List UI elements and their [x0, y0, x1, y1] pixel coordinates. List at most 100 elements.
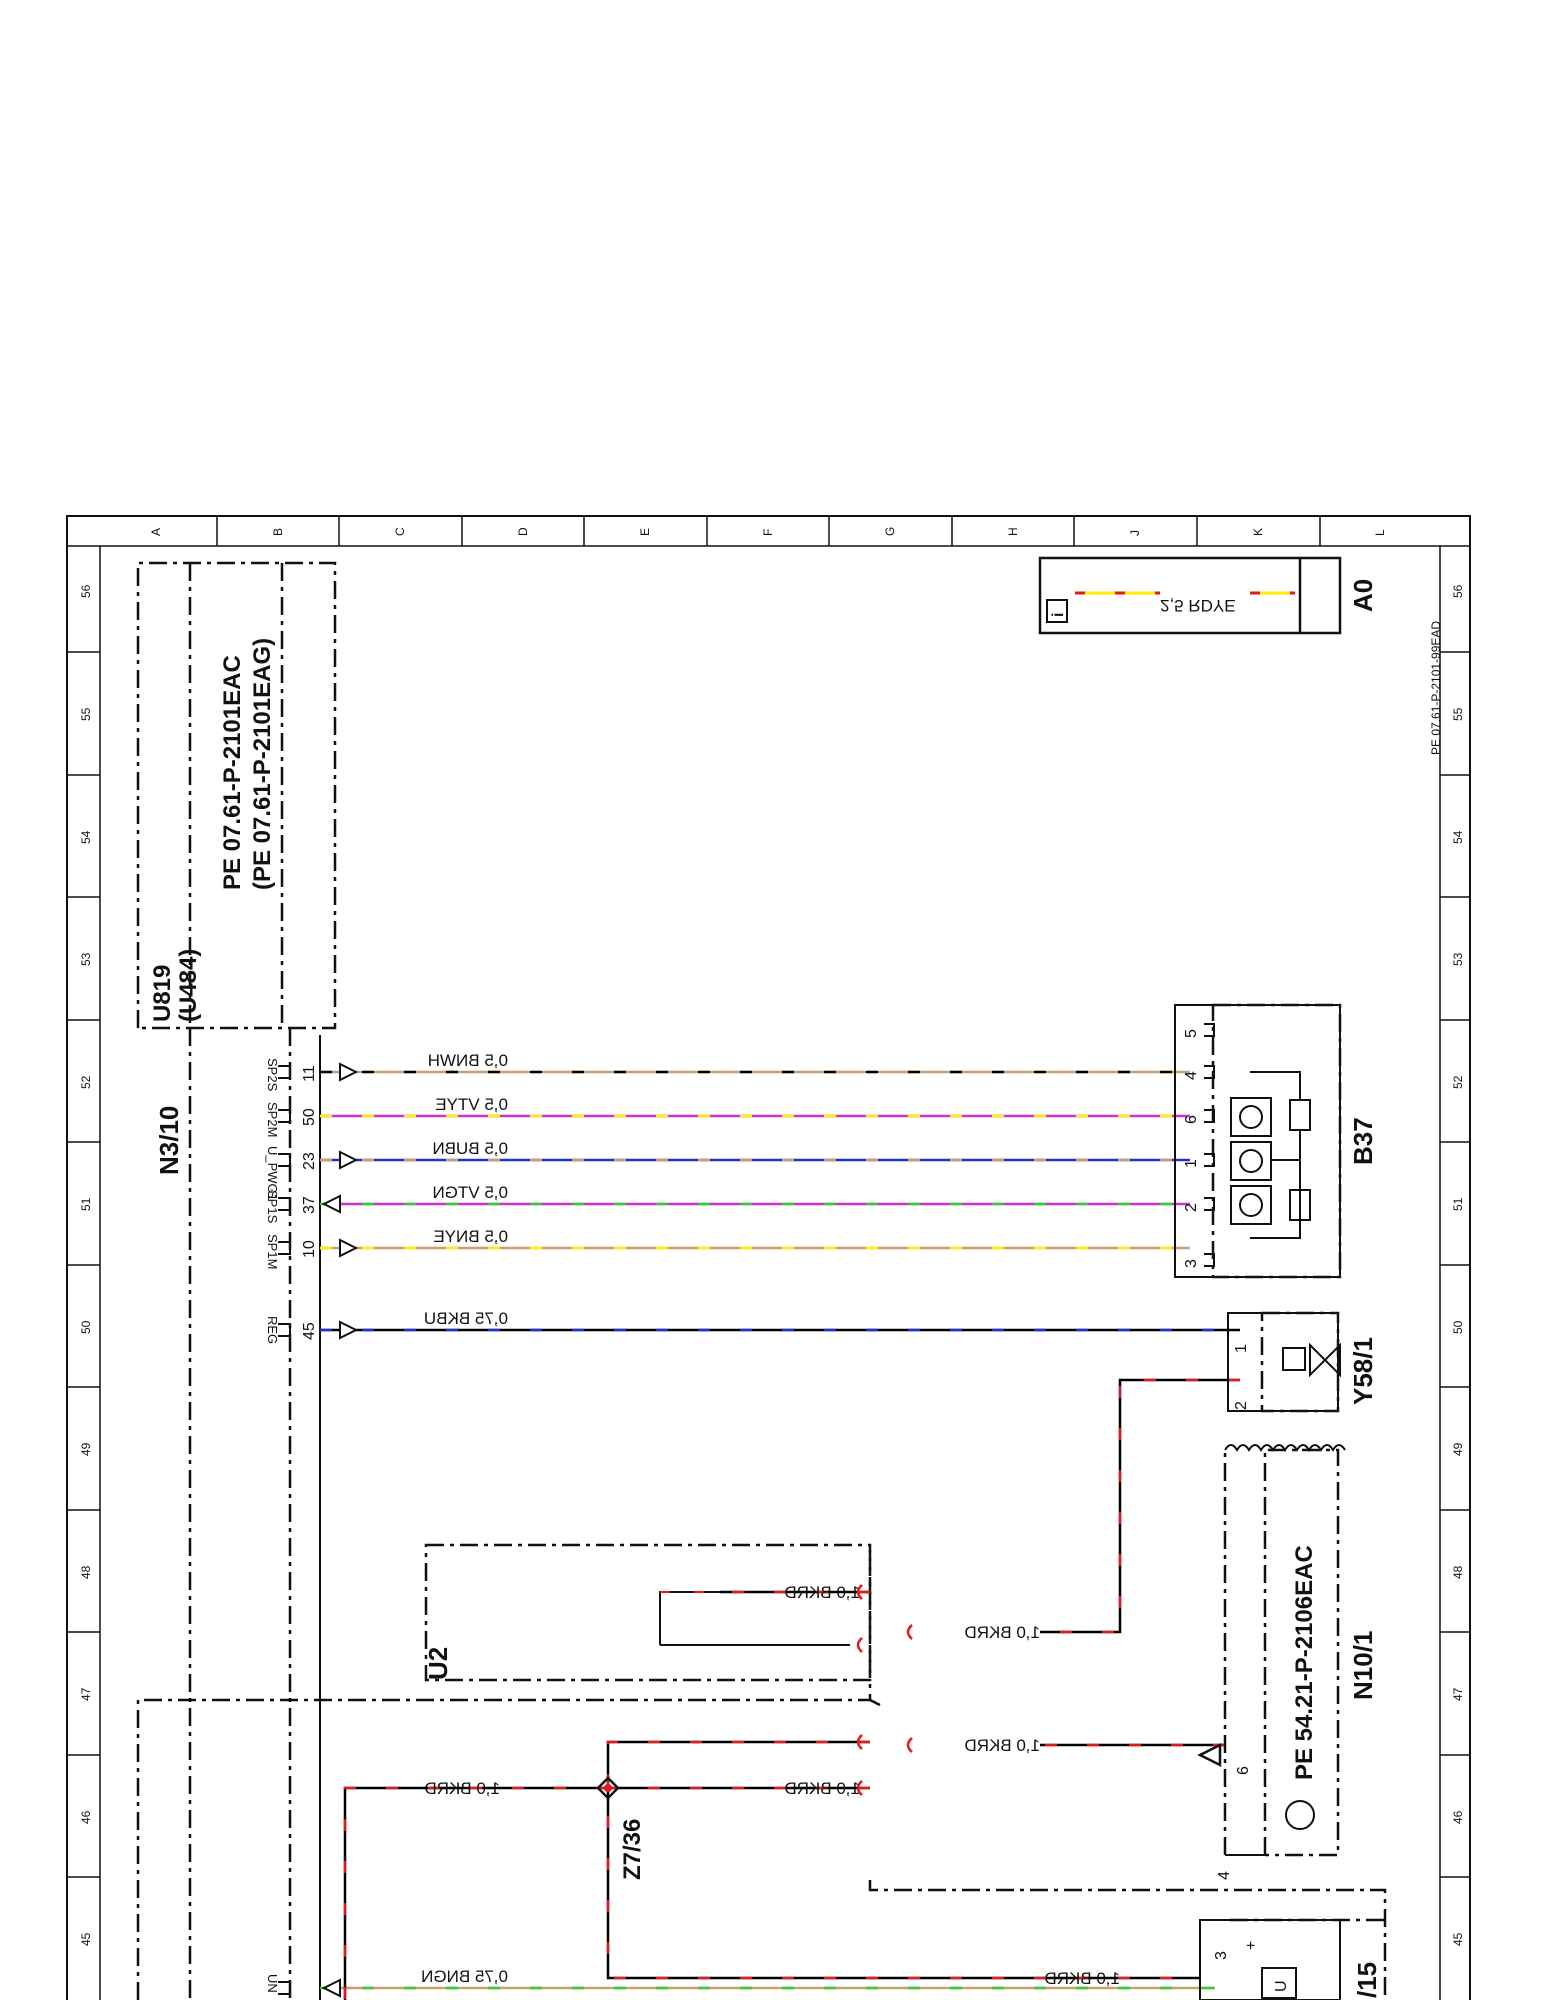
power-wire [1040, 1378, 1240, 1634]
pin-number: 23 [301, 1152, 318, 1170]
bottom-unit-plus: + [1243, 1941, 1260, 1950]
control-unit-label: N3/10 [154, 1106, 184, 1175]
column-letter: H [1006, 527, 1020, 536]
b37-pin: 1 [1183, 1159, 1200, 1168]
b37-pin: 3 [1183, 1259, 1200, 1268]
u2-label: U2 [423, 1647, 453, 1680]
signal-name: SP2S [265, 1058, 280, 1092]
row-number: 55 [1451, 707, 1465, 721]
connector-stub [278, 1981, 291, 1995]
row-number: 51 [1451, 1197, 1465, 1211]
signal-name: UN [265, 1974, 280, 1993]
row-number: 54 [79, 830, 93, 844]
n10-1-side-pin: 4 [1216, 1871, 1233, 1880]
column-letter: L [1373, 529, 1387, 536]
n10-1-pin: 6 [1235, 1766, 1252, 1775]
column-letter: F [761, 529, 775, 536]
wire-break-marker [906, 1624, 913, 1640]
u2-module: U2 [423, 1543, 872, 1682]
row-number: 53 [79, 952, 93, 966]
control-unit-ref-box: U819 (U484) PE 07.61-P-2101EAC (PE 07.61… [136, 561, 337, 1030]
row-number: 56 [1451, 584, 1465, 598]
info-icon [1046, 599, 1068, 623]
column-letter: A [149, 528, 163, 536]
signal-arrow [321, 1194, 341, 1214]
wire-label: 0,5 BUBN [432, 1139, 508, 1158]
power-wire-label: 1,0 BKRD [964, 1623, 1040, 1642]
valve-y58-1: Y58/1 1 2 [1227, 1311, 1378, 1413]
signal-name: SP1M [265, 1234, 280, 1269]
wire-label: 0,5 BNWH [428, 1051, 508, 1070]
pin-number: 45 [301, 1322, 318, 1340]
signal-arrow [321, 1978, 341, 1998]
y58-pin-2: 2 [1233, 1401, 1250, 1410]
row-number: 48 [79, 1565, 93, 1579]
bottom-unit: 3 + U /15 [1199, 1918, 1385, 2000]
row-number: 45 [1451, 1932, 1465, 1946]
row-number: 53 [1451, 952, 1465, 966]
column-letter: B [271, 528, 285, 536]
wire-break-marker [906, 1737, 913, 1753]
row-number: 50 [79, 1320, 93, 1334]
legend-wire-label: 2,5 RDYE [1160, 596, 1236, 615]
row-number: 48 [1451, 1565, 1465, 1579]
signal-arrow [339, 1238, 359, 1258]
power-wire-label: 1,0 BKRD [784, 1779, 860, 1798]
power-wire-stripe [606, 1740, 1200, 1980]
z7-36-label: Z7/36 [619, 1819, 646, 1880]
transistor-icon [1285, 1800, 1315, 1830]
wire-label: 0,5 VTGN [432, 1183, 508, 1202]
pin-number: 10 [301, 1240, 318, 1258]
n10-1-ref: PE 54.21-P-2106EAC [1291, 1545, 1318, 1780]
ref-code: U819 [149, 965, 176, 1022]
signal-arrow [339, 1062, 359, 1082]
signal-arrow [339, 1320, 359, 1340]
wire-break-marker [856, 1637, 863, 1653]
row-number: 56 [79, 584, 93, 598]
ref-doc-1: PE 07.61-P-2101EAC [219, 655, 246, 890]
row-number: 45 [79, 1932, 93, 1946]
wire-label: 0,5 VTYE [435, 1095, 508, 1114]
wire-label: 0,75 BKBU [424, 1309, 508, 1328]
connector-stub [278, 1197, 291, 1211]
y58-1-label: Y58/1 [1348, 1337, 1378, 1405]
power-wire-stripe [343, 1786, 608, 2000]
signal-arrow [339, 1150, 359, 1170]
row-number: 50 [1451, 1320, 1465, 1334]
fuse-unit-n10-1: PE 54.21-P-2106EAC N10/1 6 4 [1197, 1444, 1378, 1880]
wire-break-marker [856, 1734, 863, 1750]
power-wire [606, 1740, 1200, 1980]
connector-stub [278, 1065, 291, 1079]
column-letter: E [638, 528, 652, 536]
b37-pin: 5 [1183, 1029, 1200, 1038]
row-number: 51 [79, 1197, 93, 1211]
pin-number: 11 [301, 1065, 318, 1082]
bottom-unit-pin: 3 [1213, 1951, 1230, 1960]
row-number: 52 [1451, 1075, 1465, 1089]
ref-code-alt: (U484) [175, 949, 202, 1022]
b37-label: B37 [1348, 1117, 1378, 1165]
wire-label: 0,75 BNGN [421, 1967, 508, 1986]
legend-code: A0 [1348, 579, 1378, 612]
column-letter: G [883, 527, 897, 536]
y58-pin-1: 1 [1233, 1344, 1250, 1353]
wire-label: 0,5 BNYE [433, 1227, 508, 1246]
column-letter: J [1128, 530, 1142, 536]
power-wire-label: 1,0 BKRD [784, 1583, 860, 1602]
power-wire-label: 1,0 BKRD [1044, 1969, 1120, 1988]
sheet-frame [66, 515, 1471, 2000]
pin-number: 37 [301, 1196, 318, 1214]
splice-z7-36: Z7/36 [596, 1776, 646, 1880]
row-number: 55 [79, 707, 93, 721]
signal-name: U_PWG1 [265, 1146, 280, 1201]
wire-break-marker [856, 1780, 863, 1796]
row-number: 46 [79, 1810, 93, 1824]
row-number: 49 [1451, 1442, 1465, 1456]
row-number: 47 [79, 1687, 93, 1701]
pin-number: 50 [301, 1108, 318, 1126]
column-letter: K [1251, 528, 1265, 536]
row-number: 49 [79, 1442, 93, 1456]
column-letter: C [393, 527, 407, 536]
